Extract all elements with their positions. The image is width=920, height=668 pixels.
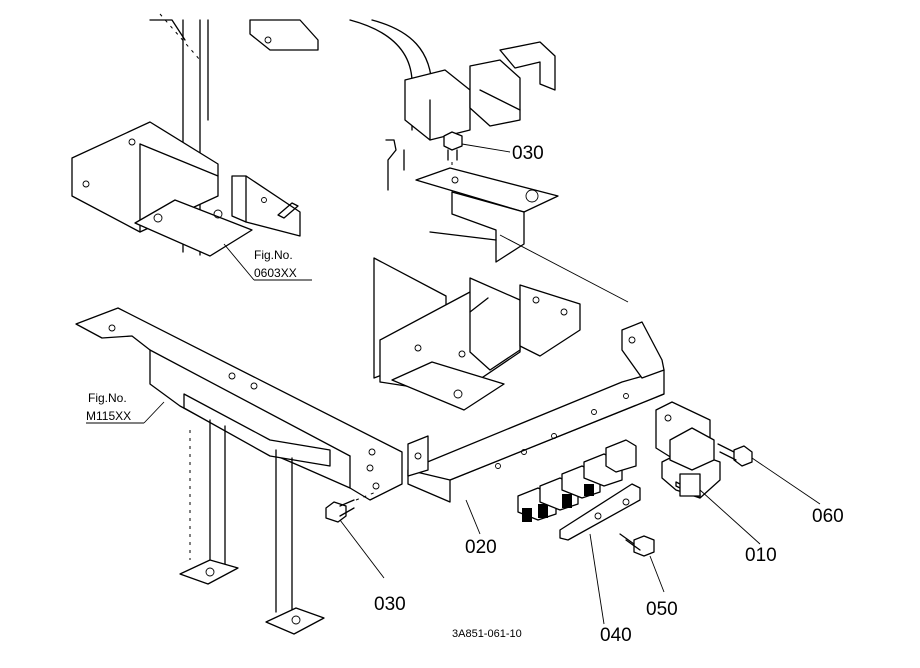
upper-plate-bracket: [249, 19, 319, 51]
fig-ref-label-1: Fig.No.: [254, 248, 293, 262]
bolt-060: [717, 443, 821, 505]
center-bracket-assembly: [373, 257, 581, 411]
strap-040: [559, 483, 641, 625]
label-020: 020: [465, 537, 497, 558]
bolt-030-bottom: [325, 491, 385, 579]
screw-050: [619, 533, 665, 593]
label-010: 010: [745, 545, 777, 566]
long-frame-plate: [75, 307, 403, 635]
fig-ref-number-2: M115XX: [86, 409, 131, 423]
label-040: 040: [600, 625, 632, 646]
fig-ref-label-2: Fig.No.: [88, 391, 127, 405]
diagram-code: 3A851-061-10: [452, 628, 522, 640]
relay-010: [655, 401, 761, 545]
label-030-top: 030: [512, 143, 544, 164]
mount-bracket-upper: [415, 167, 629, 303]
label-030-bottom: 030: [374, 594, 406, 615]
upper-frame-assembly: [349, 19, 556, 191]
bolt-030-top: [443, 131, 511, 182]
fig-ref-number-1: 0603XX: [254, 266, 297, 280]
tray-020: [407, 321, 665, 535]
label-060: 060: [812, 506, 844, 527]
upper-post-assembly: [71, 13, 312, 281]
relay-block-row: [517, 439, 637, 522]
label-050: 050: [646, 599, 678, 620]
